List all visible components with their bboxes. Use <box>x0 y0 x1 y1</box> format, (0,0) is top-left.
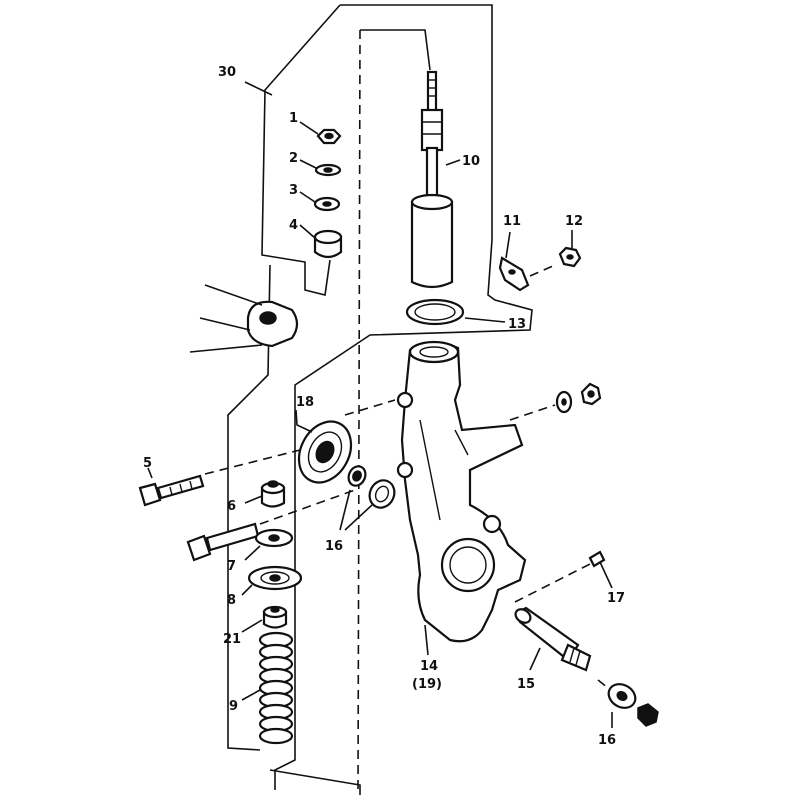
label-14: 14 <box>420 659 438 674</box>
label-2: 2 <box>289 151 298 166</box>
washer-pair-upper-right <box>509 382 602 421</box>
kingpin-part-15 <box>514 606 592 672</box>
nut-and-washer-part-16 <box>597 679 659 728</box>
label-11: 11 <box>503 214 521 229</box>
label-30: 30 <box>218 65 236 80</box>
label-7: 7 <box>227 559 236 574</box>
label-6: 6 <box>227 499 236 514</box>
upper-mount-plate <box>189 284 299 353</box>
label-12: 12 <box>565 214 583 229</box>
spring-part-9 <box>241 631 294 745</box>
bolt-part-5 <box>138 449 301 507</box>
label-13: 13 <box>508 317 526 332</box>
label-1: 1 <box>289 111 298 126</box>
label-5: 5 <box>143 456 152 471</box>
label-3: 3 <box>289 183 298 198</box>
bushing-part-4 <box>299 224 343 259</box>
bracket-part-11 <box>498 231 556 292</box>
spacer-part-21 <box>241 605 288 633</box>
bolt-part-7 <box>186 489 356 562</box>
nut-part-12 <box>558 230 582 268</box>
label-10: 10 <box>462 154 480 169</box>
washer-part-2 <box>299 159 342 177</box>
part-number-labels: 30 1 2 3 4 10 11 12 13 18 5 6 7 8 21 9 1… <box>143 65 625 748</box>
seal-part-18 <box>295 399 396 484</box>
label-8: 8 <box>227 593 236 608</box>
nut-part-1 <box>299 121 342 145</box>
washer-part-7 <box>244 528 294 561</box>
label-16-lower: 16 <box>598 733 616 748</box>
seal-ring-part-13 <box>405 298 506 326</box>
label-18: 18 <box>296 395 314 410</box>
label-21: 21 <box>223 632 241 647</box>
grease-fitting-part-17 <box>514 550 613 603</box>
collar-part-6 <box>244 480 286 508</box>
label-9: 9 <box>229 699 238 714</box>
label-4: 4 <box>289 218 298 233</box>
label-19: (19) <box>412 677 442 692</box>
label-17: 17 <box>607 591 625 606</box>
strut-rod-part-10 <box>410 70 461 289</box>
label-15: 15 <box>517 677 535 692</box>
washer-pair-part-16 <box>339 465 396 531</box>
plate-part-8 <box>241 565 303 596</box>
steering-knuckle-part-14 <box>396 340 527 656</box>
label-16-middle: 16 <box>325 539 343 554</box>
washer-part-3 <box>299 191 341 212</box>
